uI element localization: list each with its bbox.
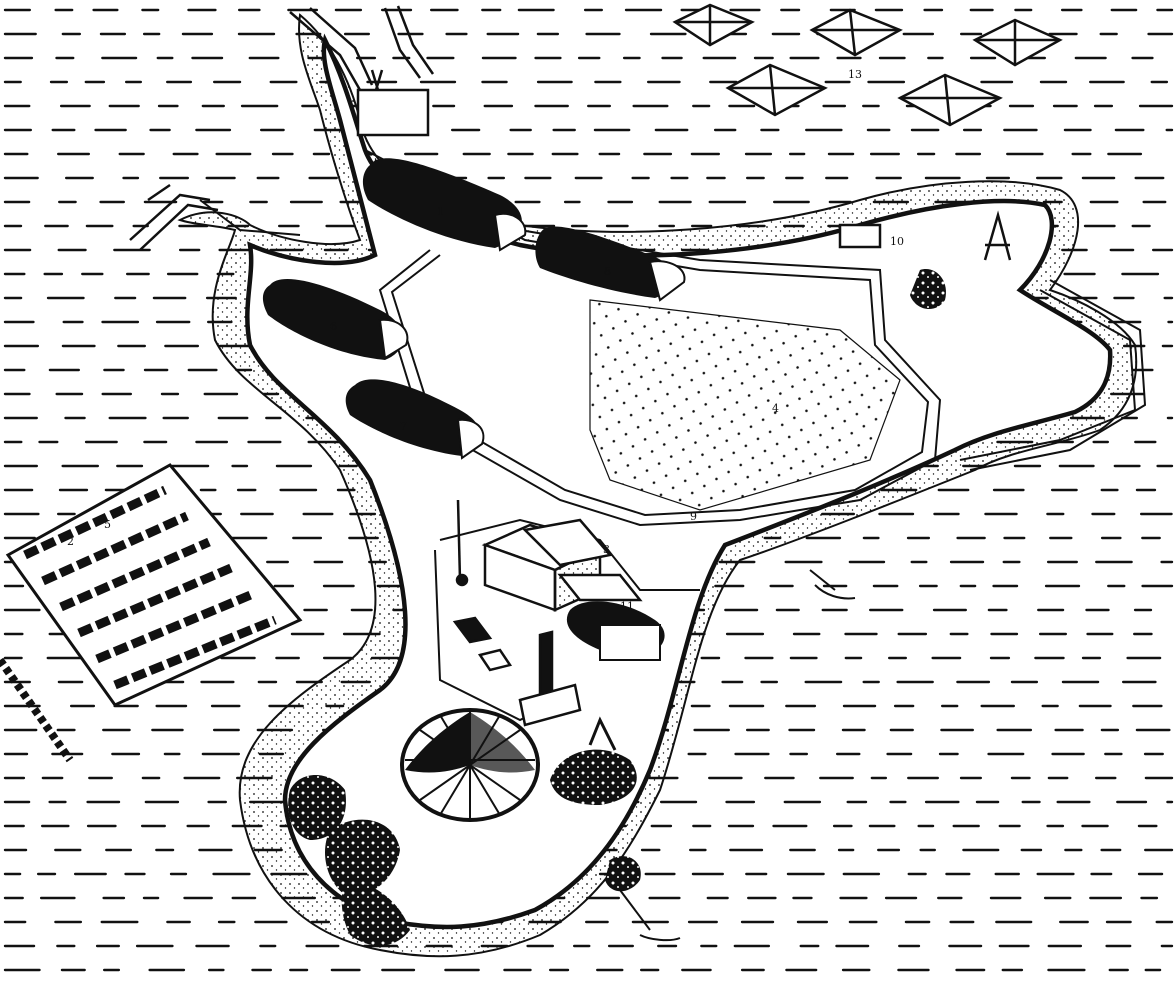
small-shed — [838, 223, 882, 249]
north-pier — [289, 5, 435, 137]
enclosure-row — [23, 485, 167, 560]
tent-1 — [672, 3, 755, 47]
label-7: 7 — [400, 420, 407, 433]
label-1: 1 — [437, 205, 444, 218]
hut-west-1 — [262, 278, 409, 360]
tent-2 — [809, 8, 903, 57]
quonset-huts — [262, 158, 686, 661]
label-10: 10 — [890, 235, 904, 248]
label-11: 11 — [620, 600, 634, 613]
west-pier — [129, 183, 219, 251]
hut-west-2 — [345, 379, 485, 460]
tank — [452, 616, 493, 644]
enclosure-row — [59, 537, 211, 612]
enclosure-row — [77, 563, 233, 638]
label-4: 4 — [772, 402, 779, 415]
label-6: 6 — [330, 320, 337, 333]
geodesic-dome — [400, 708, 540, 822]
tent-5 — [897, 73, 1003, 127]
hut-south — [566, 601, 665, 661]
label-9: 9 — [690, 510, 697, 523]
hut-north-2 — [535, 226, 686, 302]
map-labels: 1 2 3 4 5 6 7 8 9 10 11 13 — [67, 68, 904, 613]
radar-mound — [550, 716, 637, 805]
coastal-vegetation — [288, 269, 946, 946]
dotted-field — [589, 299, 901, 511]
offshore-enclosure — [0, 463, 303, 763]
buildings — [452, 223, 882, 727]
offshore-tents — [672, 3, 1063, 127]
annex-building — [522, 518, 613, 567]
beacon-tower — [983, 210, 1012, 261]
tent-4 — [725, 63, 828, 117]
boats — [619, 569, 856, 942]
hut-north-1 — [362, 158, 527, 252]
tent-3 — [972, 18, 1063, 67]
label-8: 8 — [604, 265, 611, 278]
label-3: 3 — [603, 543, 610, 556]
enclosure-row — [113, 615, 277, 690]
label-13: 13 — [848, 68, 862, 81]
enclosure-row — [95, 589, 255, 664]
label-5: 5 — [104, 518, 111, 531]
label-2: 2 — [67, 535, 74, 548]
antenna-mast — [456, 499, 462, 581]
enclosure-row — [41, 511, 189, 586]
